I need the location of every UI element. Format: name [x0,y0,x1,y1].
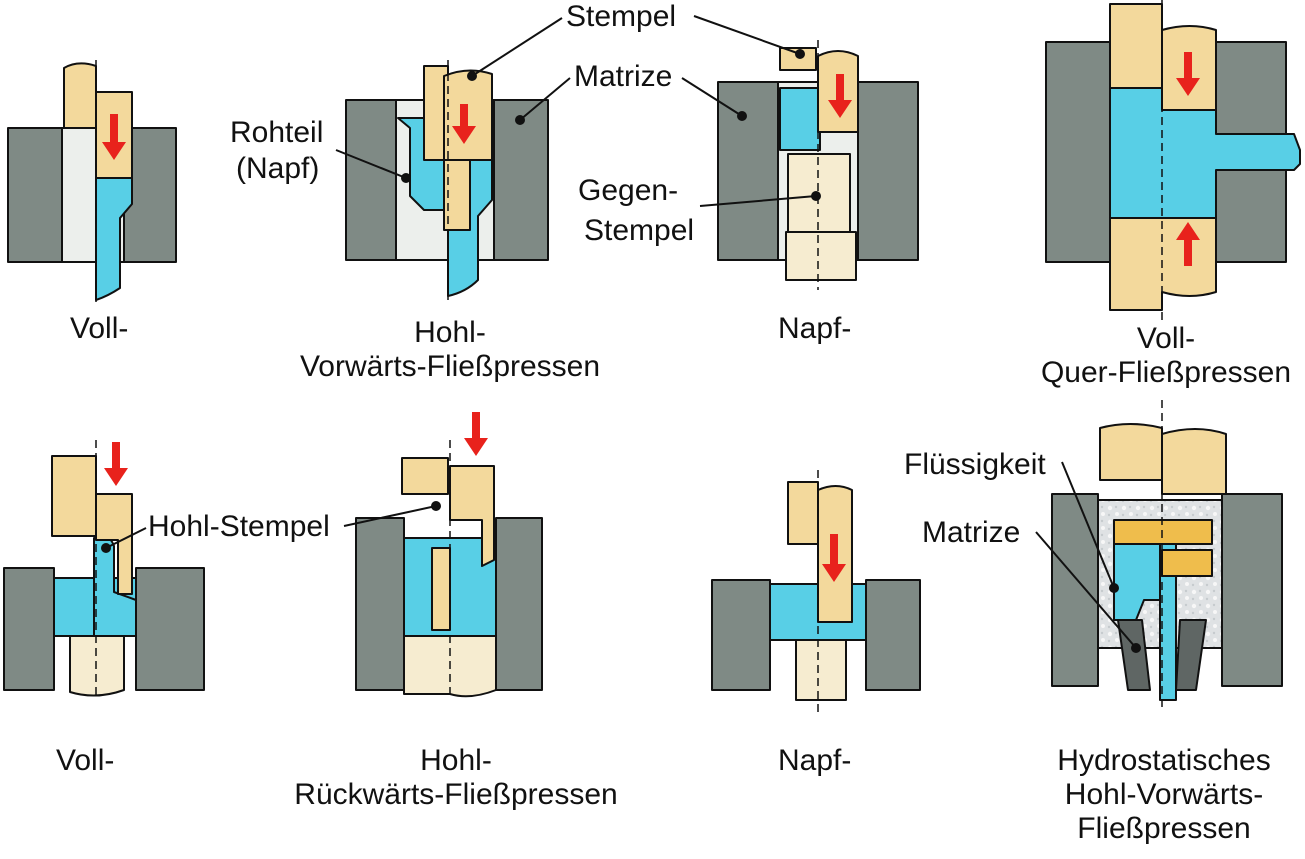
label-fluessigkeit: Flüssigkeit [904,448,1046,481]
leader-dots [101,49,1141,653]
label-matrize-bottom: Matrize [922,516,1021,549]
workpiece [95,177,133,301]
die-right [135,567,205,691]
die-right [495,517,543,691]
mandrel [431,547,451,631]
caption-lateral: Voll- Quer-Fließpressen [1040,322,1292,389]
punch-upper [1109,3,1163,89]
arrow-icon [1176,222,1200,266]
hydrostatic-figure [1051,400,1283,712]
punch-lower [1109,217,1217,311]
die-left [1051,493,1099,687]
arrow-icon [102,114,126,160]
arrow-icon [822,534,846,582]
punch [401,457,449,495]
die-insert-right [1175,619,1207,691]
label-matrize-top: Matrize [574,60,673,93]
die-left [3,567,55,691]
punch [1099,423,1163,481]
hollow-punch [51,455,97,537]
die-right [865,579,921,691]
forward-hollow-figure [345,60,549,300]
die-left [345,99,397,261]
backward-hollow-figure [355,440,543,700]
forward-cup-figure [717,40,919,290]
arrow-icon [104,442,128,486]
die-right [1221,493,1283,687]
lateral-solid-figure [1045,0,1301,320]
die-left [7,127,63,263]
arrow-icon [828,74,852,118]
label-gegen: Gegen- [578,174,679,207]
caption-hydrostatic: Hydrostatisches Hohl-Vorwärts- Fließpres… [1057,744,1271,845]
die-left [355,517,405,691]
label-gegen-stempel: Stempel [584,214,695,247]
forward-solid-figure [7,60,177,304]
label-napf: (Napf) [236,152,320,185]
leader-lines [105,15,1137,649]
punch-right [1161,428,1227,495]
counter-punch [795,639,847,701]
mandrel-gold [1161,549,1213,577]
die-left [717,81,779,261]
caption-backward-cup: Napf- [778,744,852,777]
caption-forward-cup: Napf- [778,312,852,345]
force-arrows [102,52,1200,582]
label-hohl-stempel: Hohl-Stempel [148,510,330,543]
label-stempel: Stempel [566,0,677,33]
die-left [711,579,771,691]
backward-solid-figure [3,440,205,700]
die-right [857,81,919,261]
punch-left [779,47,817,71]
plug [1113,519,1213,545]
label-rohteil: Rohteil [230,116,324,149]
caption-forward-solid: Voll- [70,312,129,345]
hollow-punch-right [95,493,133,595]
arrow-icon [464,412,488,456]
inner-stem [1159,543,1177,701]
arrow-icon [452,104,476,144]
counter-punch-lower [785,231,857,281]
arrow-icon [1176,52,1200,96]
caption-backward-solid: Voll- [56,744,115,777]
backward-cup-figure [711,470,921,712]
caption-forward-hollow: Hohl- Vorwärts-Fließpressen [299,316,601,383]
punch [63,62,97,129]
caption-backward-hollow: Hohl- Rückwärts-Fließpressen [294,744,618,811]
punch-left [787,481,819,545]
counter-punch [69,635,125,697]
